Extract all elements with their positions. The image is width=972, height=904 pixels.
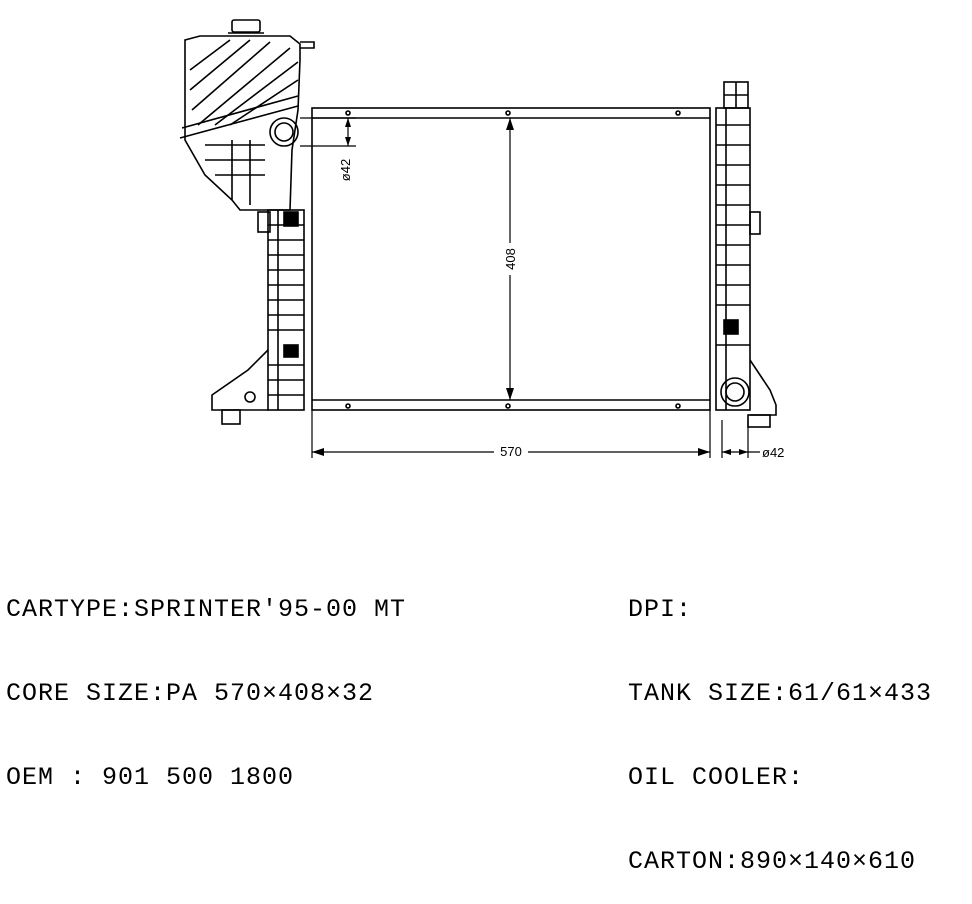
spec-oem: OEM : 901 500 1800 bbox=[6, 763, 295, 792]
specs-left: CARTYPE:SPRINTER'95-00 MT CORE SIZE:PA 5… bbox=[6, 540, 406, 820]
dim-width-label: 570 bbox=[500, 444, 522, 459]
right-tank bbox=[715, 81, 777, 428]
dim-outlet-label: ø42 bbox=[762, 445, 784, 460]
spec-core-size: CORE SIZE:PA 570×408×32 bbox=[6, 679, 375, 708]
specs-right: DPI: TANK SIZE:61/61×433 OIL COOLER: CAR… bbox=[628, 540, 932, 904]
spec-tank-size: TANK SIZE:61/61×433 bbox=[628, 679, 933, 708]
spec-dpi: DPI: bbox=[628, 595, 693, 624]
dimension-outlet bbox=[721, 420, 760, 458]
dim-inlet-label: ø42 bbox=[338, 159, 353, 181]
radiator-core bbox=[311, 107, 711, 411]
left-tank bbox=[179, 19, 315, 425]
spec-cartype: CARTYPE:SPRINTER'95-00 MT bbox=[6, 595, 407, 624]
spec-carton: CARTON:890×140×610 bbox=[628, 847, 917, 876]
spec-oil-cooler: OIL COOLER: bbox=[628, 763, 805, 792]
dim-height-label: 408 bbox=[503, 248, 518, 270]
dimension-inlet bbox=[300, 117, 356, 147]
radiator-drawing: 570 408 ø42 ø42 bbox=[179, 19, 784, 460]
